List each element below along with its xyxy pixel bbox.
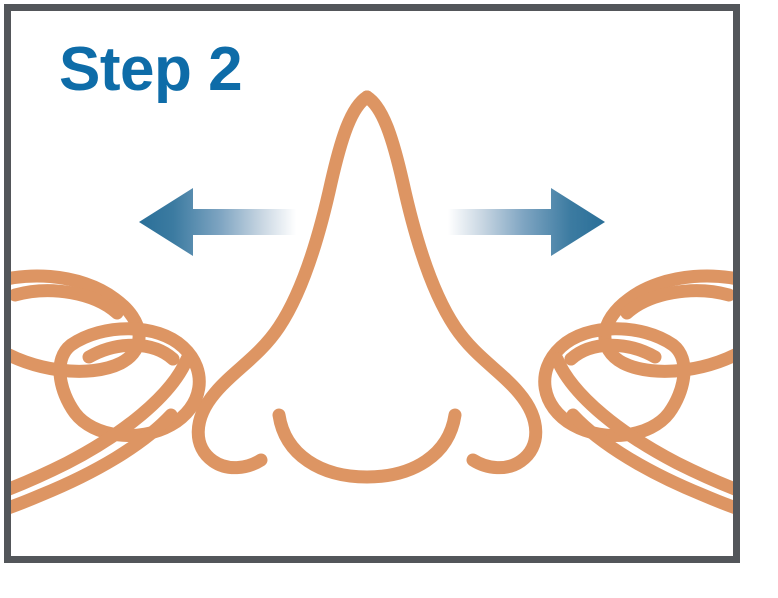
illustration-frame: Step 2 [4,4,740,563]
nose-illustration [191,90,543,484]
right-arrow-icon [448,188,605,256]
left-arrow-icon [139,188,296,256]
right-hand-illustration [538,269,733,514]
illustration-canvas [11,90,733,514]
left-hand-illustration [11,269,206,514]
page-title: Step 2 [59,35,243,104]
